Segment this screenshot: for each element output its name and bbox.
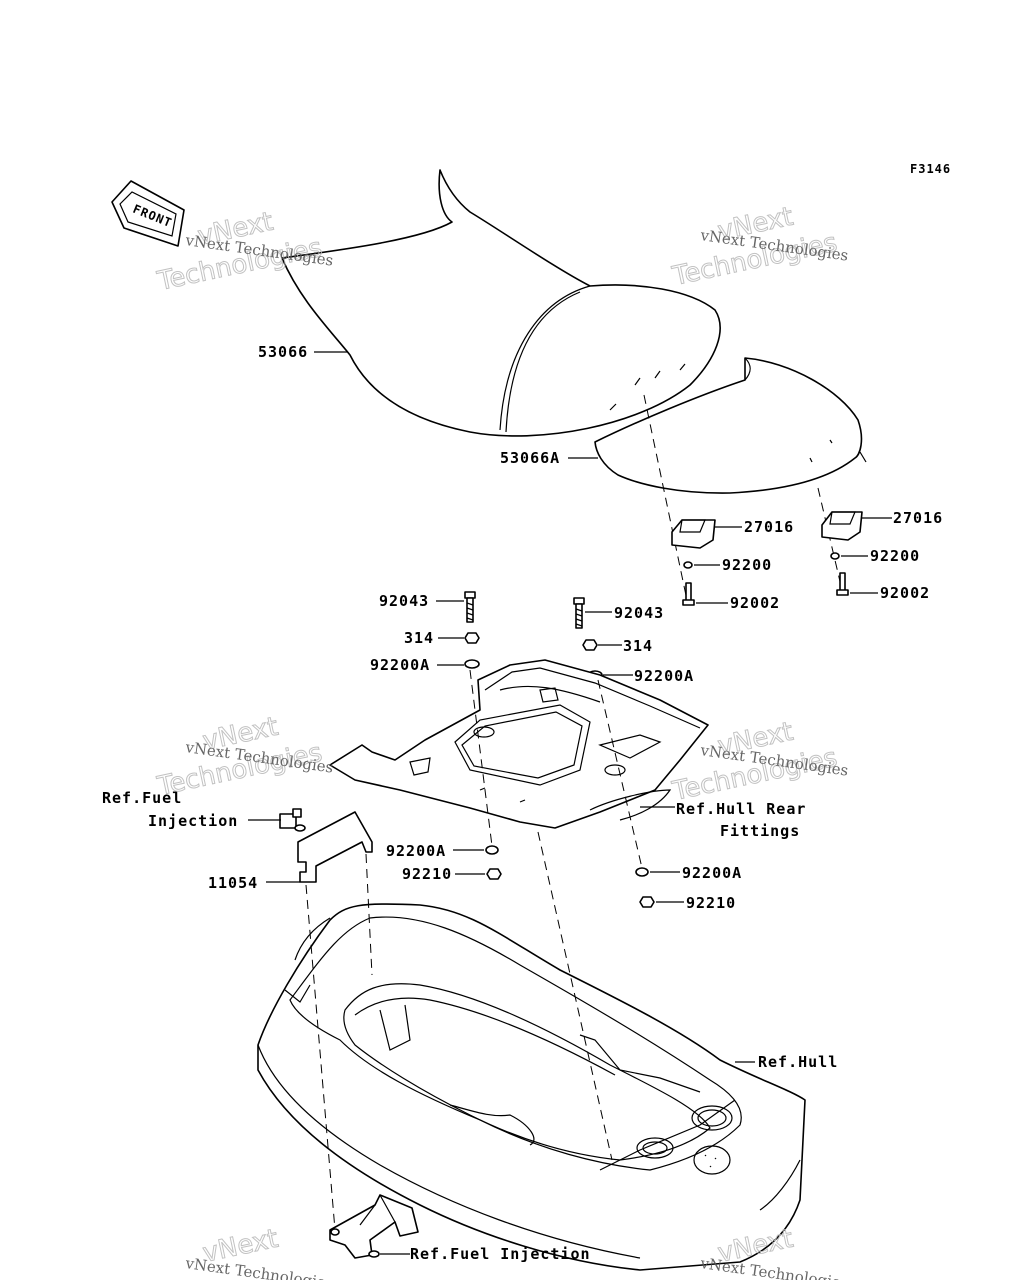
callout-92043-left: 92043: [379, 592, 429, 610]
callout-92002-right: 92002: [880, 584, 930, 602]
callout-53066: 53066: [258, 343, 308, 361]
callout-314-left: 314: [404, 629, 434, 647]
seat-bracket-left: [671, 519, 716, 549]
bolt-92002-right: [836, 572, 849, 596]
rear-seat: [594, 357, 867, 494]
callout-ref-hull: Ref.Hull: [758, 1053, 838, 1071]
callout-92210-right: 92210: [686, 894, 736, 912]
callout-92002-left: 92002: [730, 594, 780, 612]
svg-text:vNext Technologies: vNext Technologies: [183, 1254, 334, 1280]
callout-92200-left: 92200: [722, 556, 772, 574]
callout-92200-right: 92200: [870, 547, 920, 565]
svg-text:vNext Technologies: vNext Technologies: [698, 1254, 849, 1280]
callout-11054: 11054: [208, 874, 258, 892]
fuel-injection-lower-bracket: [329, 1194, 419, 1259]
callout-ref-fuel: Ref.Fuel: [102, 789, 182, 807]
callout-92210-left: 92210: [402, 865, 452, 883]
callout-92200A-top-right: 92200A: [634, 667, 694, 685]
front-seat: [281, 169, 721, 437]
bolt-92043-right: [573, 597, 585, 629]
nut-92210-left: [486, 868, 502, 880]
callout-92200A-top-left: 92200A: [370, 656, 430, 674]
callout-53066A: 53066A: [500, 449, 560, 467]
bracket-11054: [297, 811, 373, 883]
callout-fittings: Fittings: [720, 822, 800, 840]
figure-code: F3146: [910, 162, 951, 176]
callout-ref-hull-rear: Ref.Hull Rear: [676, 800, 806, 818]
callout-27016-right: 27016: [893, 509, 943, 527]
nut-92210-right: [639, 896, 655, 908]
front-arrow-icon: FRONT: [111, 180, 185, 247]
callout-27016-left: 27016: [744, 518, 794, 536]
washer-92200-right: [830, 552, 840, 560]
callout-ref-fuel-injection-lower: Ref.Fuel Injection: [410, 1245, 591, 1263]
callout-92043-right: 92043: [614, 604, 664, 622]
hull: [257, 903, 806, 1271]
callout-314-right: 314: [623, 637, 653, 655]
washer-92200-left: [683, 561, 693, 569]
nut-314-right: [582, 639, 598, 651]
fuel-injection-washer: [294, 824, 306, 832]
callout-injection: Injection: [148, 812, 238, 830]
bolt-92043-left: [464, 591, 476, 623]
callout-92200A-lower-right: 92200A: [682, 864, 742, 882]
hull-rear-fitting: [329, 659, 709, 829]
washer-92200A-lower-right: [635, 867, 649, 877]
fuel-injection-bolt: [279, 808, 302, 829]
nut-314-left: [464, 632, 480, 644]
callout-92200A-lower-left: 92200A: [386, 842, 446, 860]
washer-92200A-top-left: [464, 659, 480, 669]
seat-bracket-right: [821, 511, 863, 541]
washer-92200A-lower-left: [485, 845, 499, 855]
bolt-92002-left: [682, 582, 695, 606]
